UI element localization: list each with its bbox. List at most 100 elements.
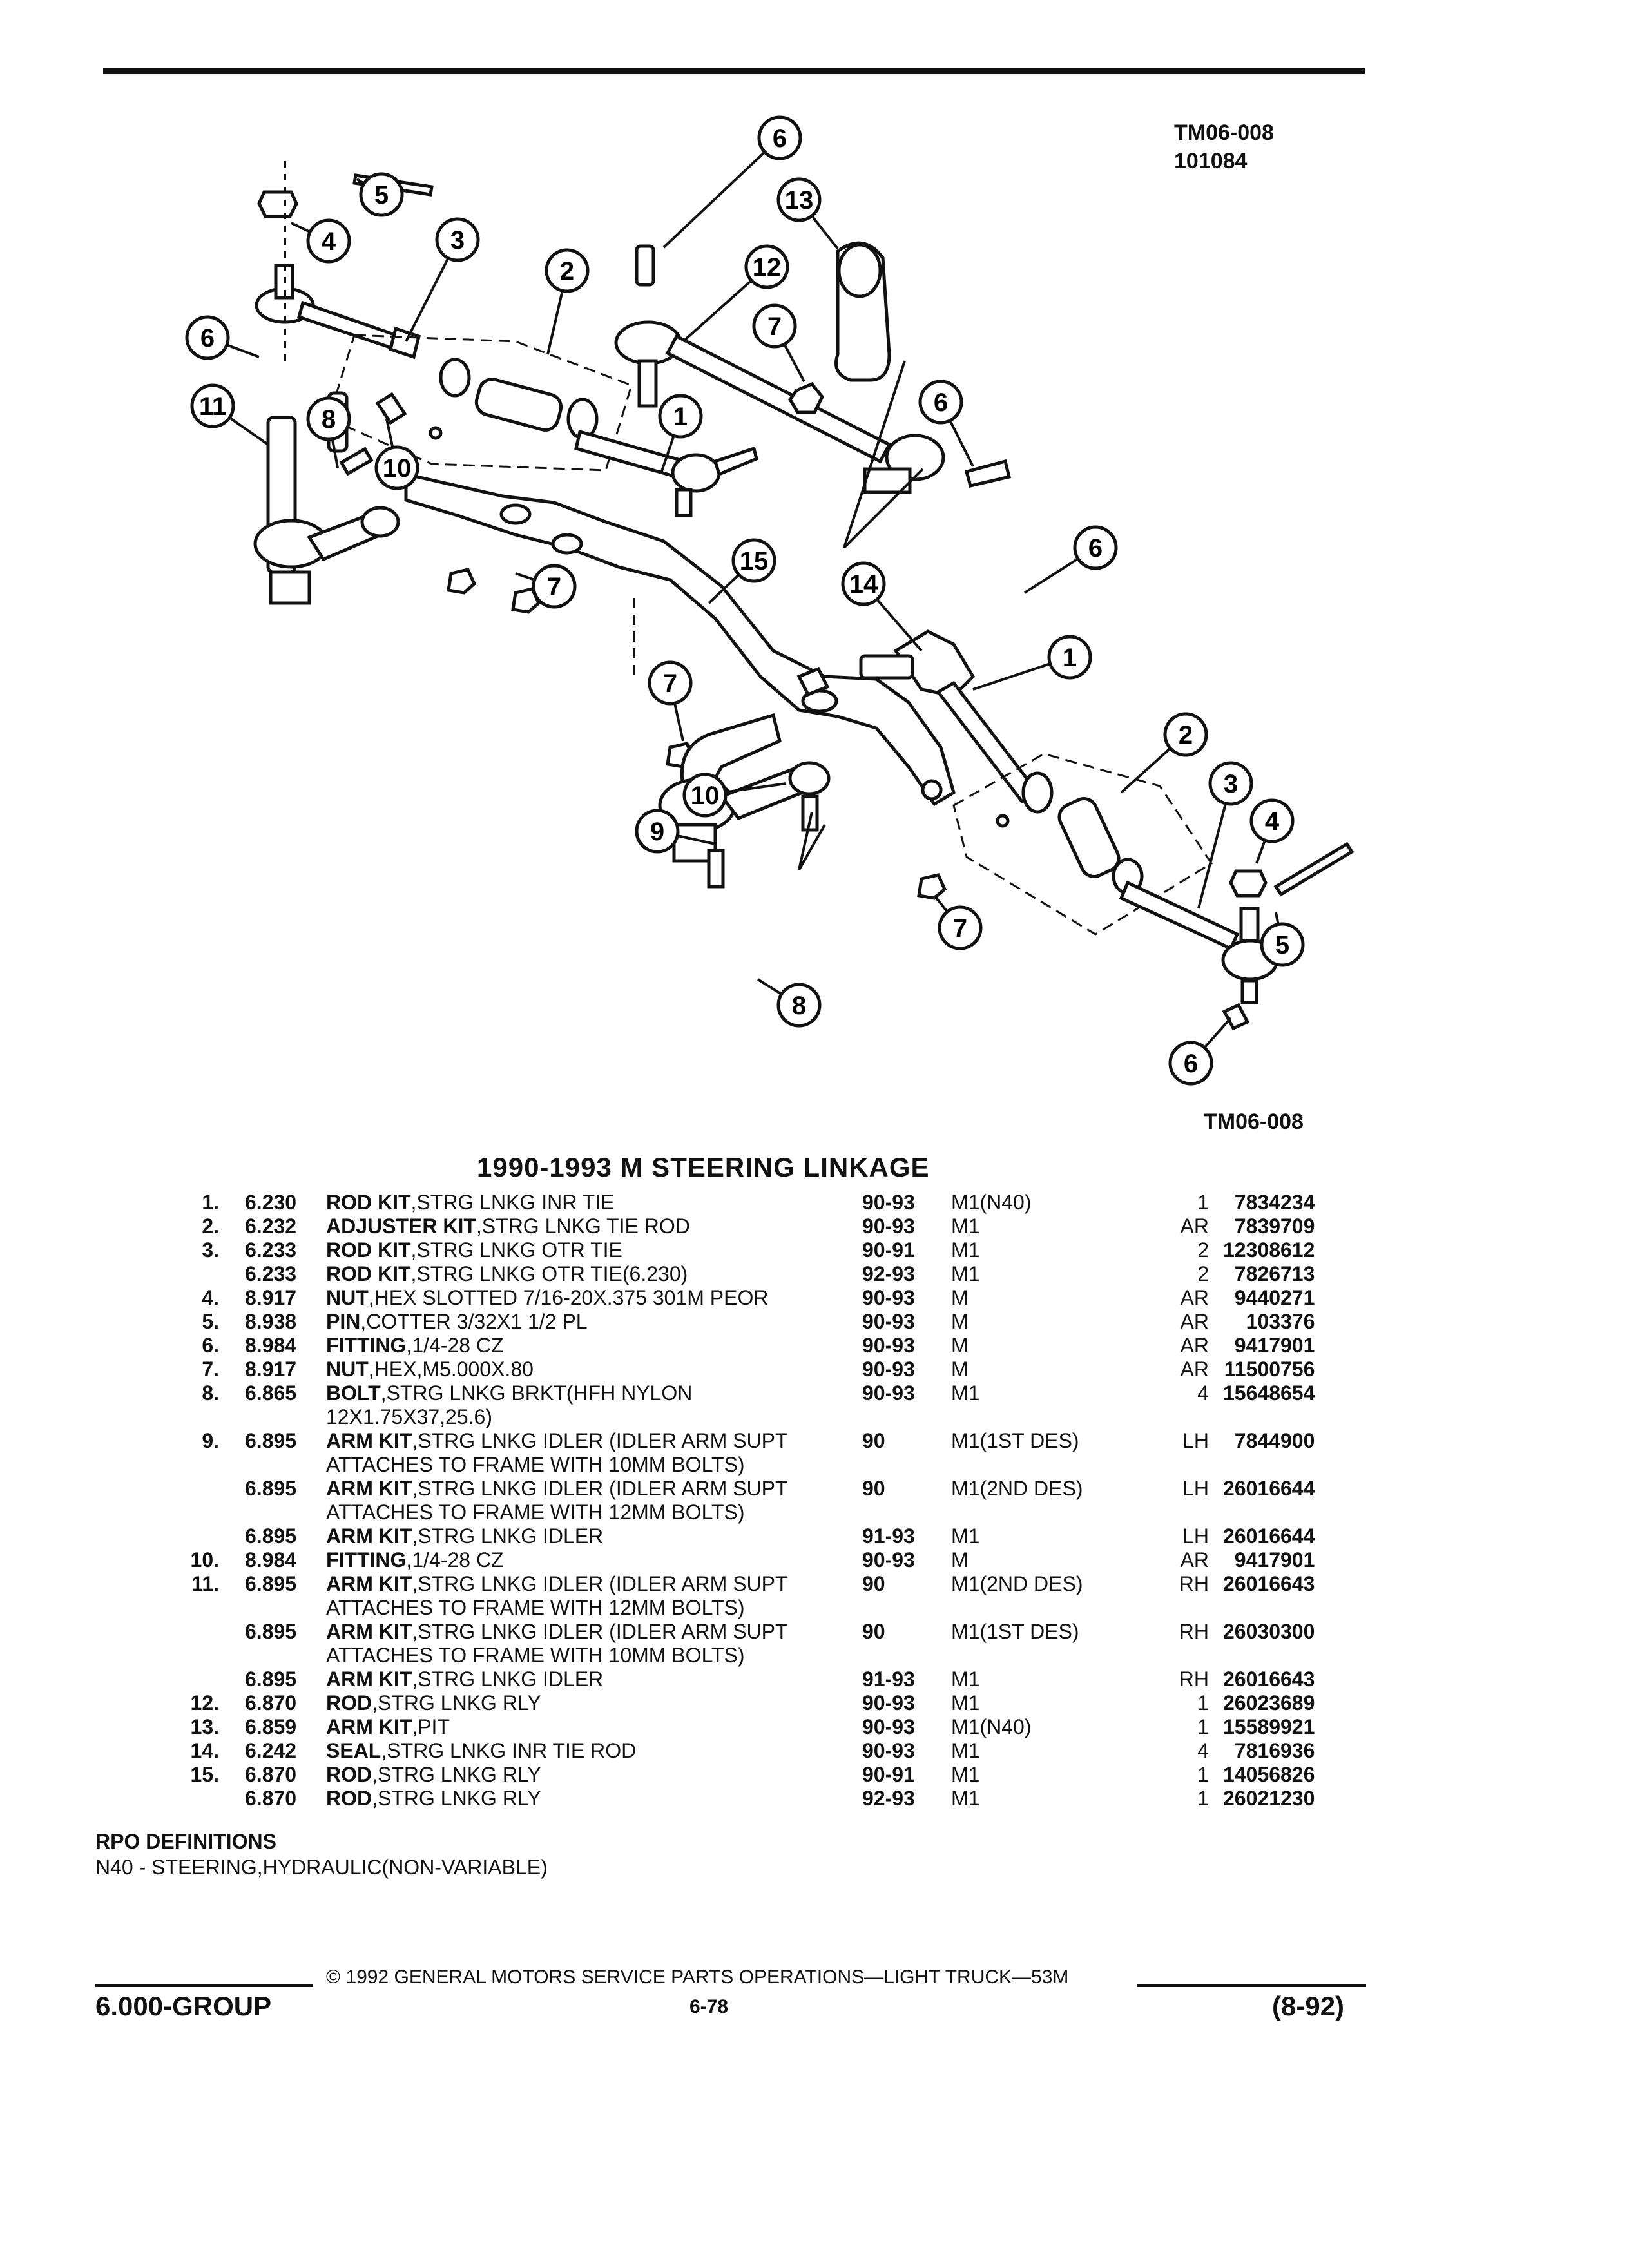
callout-8: 8 [776, 983, 822, 1028]
rpo-definition: N40 - STEERING,HYDRAULIC(NON-VARIABLE) [95, 1856, 548, 1879]
quantity: LH [1182, 1524, 1209, 1548]
callout-7: 7 [752, 303, 797, 349]
part-description: ,STRG LNKG IDLER (IDLER ARM SUPT [412, 1429, 788, 1452]
part-name: ADJUSTER KIT [326, 1215, 476, 1238]
quantity: AR [1180, 1334, 1209, 1357]
item-number [129, 1477, 245, 1524]
callout-2: 2 [545, 248, 590, 293]
years: 90 [862, 1477, 885, 1500]
model: M [951, 1334, 969, 1357]
model: M [951, 1286, 969, 1309]
diagram-reference-bottom: TM06-008 [1204, 1110, 1304, 1134]
part-name: NUT [326, 1358, 369, 1381]
years: 90-93 [862, 1739, 915, 1762]
parts-row: 6.895 ARM KIT,STRG LNKG IDLER (IDLER ARM … [129, 1620, 1315, 1667]
callout-number: 14 [849, 570, 878, 599]
quantity: AR [1180, 1548, 1209, 1571]
part-description: ,STRG LNKG IDLER (IDLER ARM SUPT [412, 1620, 788, 1643]
part-number: 7839709 [1234, 1215, 1315, 1238]
model: M [951, 1310, 969, 1333]
callout-number: 5 [1275, 931, 1289, 959]
description: ROD KIT,STRG LNKG OTR TIE(6.230) [326, 1262, 862, 1286]
group-number: 6.895 [245, 1620, 297, 1643]
years: 90 [862, 1429, 885, 1452]
item-number: 14. [190, 1739, 219, 1762]
callout-7: 7 [648, 660, 693, 706]
years: 90-93 [862, 1691, 915, 1715]
years: 90-91 [862, 1238, 915, 1262]
part-number: 14056826 [1223, 1763, 1315, 1786]
description: NUT,HEX,M5.000X.80 [326, 1358, 862, 1381]
part-description-continued: ATTACHES TO FRAME WITH 12MM BOLTS) [326, 1596, 745, 1619]
group-number: 8.917 [245, 1358, 297, 1381]
item-number [129, 1524, 245, 1548]
group-number: 6.859 [245, 1715, 297, 1738]
top-rule [103, 68, 1365, 74]
part-description: ,STRG LNKG IDLER (IDLER ARM SUPT [412, 1477, 788, 1500]
footer-date: (8-92) [1272, 1991, 1345, 2021]
description: ROD,STRG LNKG RLY [326, 1787, 862, 1811]
group-number: 6.865 [245, 1381, 297, 1405]
quantity: 1 [1197, 1691, 1209, 1715]
quantity: 4 [1197, 1739, 1209, 1762]
item-number: 15. [190, 1763, 219, 1786]
footer-rule-right [1137, 1984, 1366, 1987]
callout-6: 6 [918, 380, 963, 425]
part-number: 9417901 [1234, 1548, 1315, 1571]
callout-number: 2 [560, 257, 574, 285]
part-description: ,STRG LNKG RLY [372, 1691, 541, 1715]
part-description: ,STRG LNKG OTR TIE [410, 1238, 622, 1262]
group-number: 8.917 [245, 1286, 297, 1309]
part-name: ARM KIT [326, 1620, 412, 1643]
item-number: 7. [202, 1358, 219, 1381]
part-number: 11500756 [1224, 1358, 1315, 1381]
model: M [951, 1358, 969, 1381]
years: 92-93 [862, 1262, 915, 1285]
callout-number: 7 [547, 573, 561, 601]
callout-number: 5 [374, 181, 389, 209]
years: 90-93 [862, 1215, 915, 1238]
group-number: 6.232 [245, 1215, 297, 1238]
callout-number: 3 [1224, 770, 1238, 798]
part-name: ROD [326, 1787, 372, 1810]
callout-number: 9 [650, 818, 664, 846]
callout-1: 1 [658, 394, 703, 439]
callout-6: 6 [185, 315, 230, 360]
part-number: 12308612 [1223, 1238, 1315, 1262]
part-description-continued: ATTACHES TO FRAME WITH 12MM BOLTS) [326, 1501, 745, 1524]
callout-9: 9 [635, 809, 680, 854]
callout-number: 11 [199, 392, 226, 421]
callout-4: 4 [306, 218, 351, 264]
callout-number: 3 [450, 226, 465, 255]
item-number [129, 1667, 245, 1691]
item-number: 8. [202, 1381, 219, 1405]
part-name: ARM KIT [326, 1667, 412, 1691]
part-number: 9417901 [1234, 1334, 1315, 1357]
part-number: 15589921 [1223, 1715, 1315, 1738]
callout-11: 11 [190, 383, 235, 428]
quantity: AR [1180, 1286, 1209, 1309]
callout-5: 5 [1260, 922, 1305, 967]
part-description: ,PIT [412, 1715, 450, 1738]
callout-4: 4 [1249, 798, 1295, 843]
diagram-reference-top: TM06-008 101084 [1174, 119, 1274, 175]
callout-number: 4 [322, 227, 336, 256]
model: M1 [951, 1215, 980, 1238]
description: ADJUSTER KIT,STRG LNKG TIE ROD [326, 1215, 862, 1238]
item-number: 9. [202, 1429, 219, 1452]
years: 90-93 [862, 1381, 915, 1405]
callout-3: 3 [435, 217, 480, 262]
description: ROD KIT,STRG LNKG INR TIE [326, 1191, 862, 1215]
model: M1(N40) [951, 1191, 1032, 1214]
part-description: ,STRG LNKG BRKT(HFH NYLON [380, 1381, 693, 1405]
callout-6: 6 [757, 115, 802, 160]
